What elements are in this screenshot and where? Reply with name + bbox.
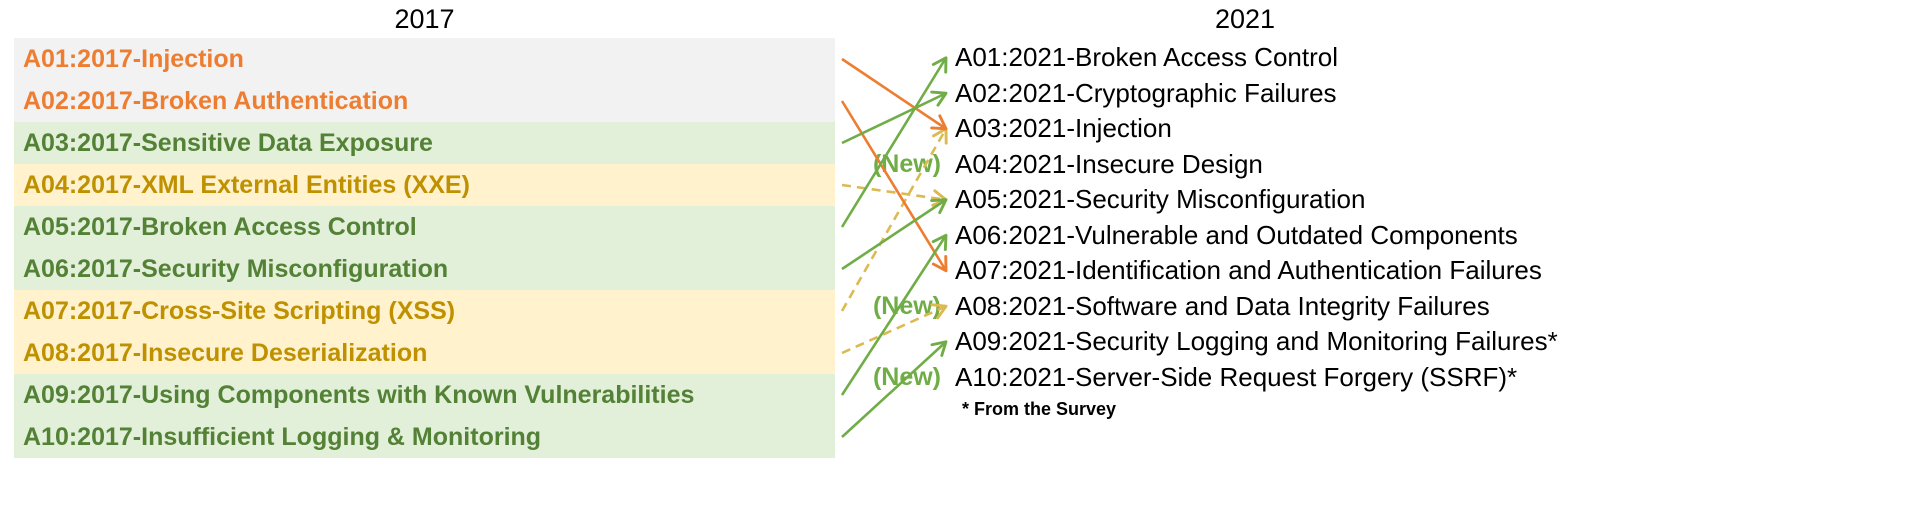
new-badge: (New) [872, 291, 941, 320]
owasp-2017-item: A03:2017-Sensitive Data Exposure [14, 122, 835, 164]
owasp-2017-item: A02:2017-Broken Authentication [14, 80, 835, 122]
owasp-2017-item-label: A09:2017-Using Components with Known Vul… [23, 380, 695, 409]
owasp-2021-item: A09:2021-Security Logging and Monitoring… [955, 324, 1558, 360]
mapping-arrow [840, 56, 948, 228]
owasp-2017-item: A09:2017-Using Components with Known Vul… [14, 374, 835, 416]
owasp-2017-item: A04:2017-XML External Entities (XXE) [14, 164, 835, 206]
owasp-2017-item-label: A07:2017-Cross-Site Scripting (XSS) [23, 296, 456, 325]
owasp-2021-item: (New) A08:2021-Software and Data Integrit… [873, 289, 1558, 325]
owasp-2021-item: (New) A04:2021-Insecure Design [873, 147, 1558, 183]
owasp-2017-item: A10:2017-Insufficient Logging & Monitori… [14, 416, 835, 458]
owasp-2017-item: A01:2017-Injection [14, 38, 835, 80]
left-column-header: 2017 [394, 4, 455, 34]
mapping-arrow [840, 100, 948, 273]
owasp-2017-item-label: A08:2017-Insecure Deserialization [23, 338, 428, 367]
owasp-2017-item: A05:2017-Broken Access Control [14, 206, 835, 248]
owasp-2021-item-label: A04:2021-Insecure Design [955, 148, 1263, 179]
mapping-arrow [841, 57, 948, 131]
owasp-2017-item-label: A10:2017-Insufficient Logging & Monitori… [23, 422, 542, 451]
owasp-2021-item-label: A02:2021-Cryptographic Failures [955, 77, 1337, 108]
owasp-2021-item: (New) A10:2021-Server-Side Request Forger… [873, 360, 1558, 396]
owasp-2021-item-label: A08:2021-Software and Data Integrity Fai… [955, 290, 1490, 321]
mapping-arrow [841, 198, 948, 271]
owasp-2021-item-label: A01:2021-Broken Access Control [955, 42, 1338, 73]
owasp-2021-item: A06:2021-Vulnerable and Outdated Compone… [955, 218, 1558, 254]
owasp-2017-item-label: A01:2017-Injection [23, 44, 244, 73]
new-badge: (New) [872, 362, 941, 391]
owasp-2017-item-label: A05:2017-Broken Access Control [23, 212, 417, 241]
mapping-arrow [841, 183, 948, 207]
owasp-2017-item: A07:2017-Cross-Site Scripting (XSS) [14, 290, 835, 332]
owasp-2021-item: A07:2021-Identification and Authenticati… [955, 253, 1558, 289]
owasp-2021-item: A03:2021-Injection [955, 111, 1558, 147]
owasp-2021-item: A02:2021-Cryptographic Failures [955, 76, 1558, 112]
new-badge: (New) [872, 149, 941, 178]
owasp-2017-item: A08:2017-Insecure Deserialization [14, 332, 835, 374]
owasp-2017-item-label: A06:2017-Security Misconfiguration [23, 254, 449, 283]
owasp-2021-item-label: A06:2021-Vulnerable and Outdated Compone… [955, 219, 1518, 250]
owasp-2021-item-label: A05:2021-Security Misconfiguration [955, 184, 1366, 215]
owasp-2021-item: A05:2021-Security Misconfiguration [955, 182, 1558, 218]
owasp-2021-item-label: A03:2021-Injection [955, 113, 1172, 144]
owasp-2017-item-label: A02:2017-Broken Authentication [23, 86, 409, 115]
owasp-2017-item-label: A03:2017-Sensitive Data Exposure [23, 128, 433, 157]
mapping-arrow [841, 90, 948, 145]
owasp-2017-item: A06:2017-Security Misconfiguration [14, 248, 835, 290]
owasp-2021-item: A01:2021-Broken Access Control [955, 40, 1558, 76]
owasp-2021-item-label: A09:2021-Security Logging and Monitoring… [955, 326, 1558, 357]
owasp-2021-item-label: A07:2021-Identification and Authenticati… [955, 255, 1542, 286]
survey-footnote: * From the Survey [962, 399, 1117, 419]
owasp-2017-item-label: A04:2017-XML External Entities (XXE) [23, 170, 470, 199]
right-column-header: 2021 [1214, 4, 1276, 34]
owasp-2021-item-label: A10:2021-Server-Side Request Forgery (SS… [955, 361, 1518, 392]
